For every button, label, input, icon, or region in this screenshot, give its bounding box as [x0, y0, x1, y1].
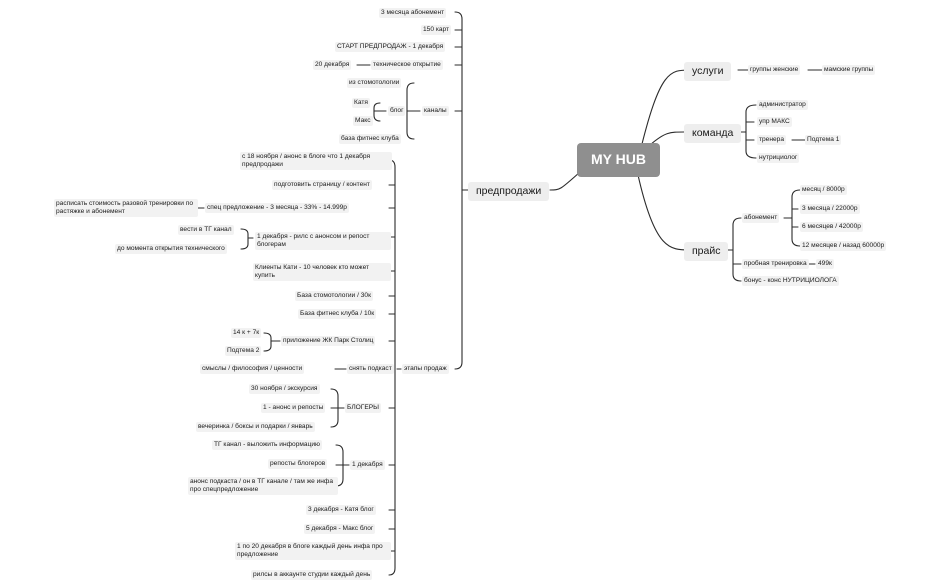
edge-root-uslugi [639, 69, 691, 153]
node-snyat-podkast[interactable]: снять подкаст [347, 364, 394, 375]
ticks-komanda [745, 121, 755, 141]
node-price-6-months[interactable]: 6 месяцев / 42000р [800, 222, 863, 233]
bracket-predprodazhi [454, 11, 463, 370]
branch-predprodazhi[interactable]: предпродажи [468, 182, 550, 202]
node-abonement-3[interactable]: 3 месяца абонемент [379, 8, 447, 19]
node-anons-podkasta[interactable]: анонс подкаста / он в ТГ канале / там же… [188, 477, 338, 496]
node-kanaly[interactable]: каналы [422, 106, 449, 117]
connector-paths [191, 11, 823, 576]
node-abonement[interactable]: абонемент [742, 213, 780, 224]
node-raspisat[interactable]: расписать стоимость разовой тренировки п… [54, 199, 198, 218]
node-probnaya-price[interactable]: 499к [816, 259, 834, 270]
node-baza-fitnes-10[interactable]: База фитнес клуба / 10к [298, 309, 377, 320]
node-gruppy-zhenskie[interactable]: группы женские [748, 65, 801, 76]
ticks-abonement [791, 208, 799, 228]
node-tg-vylozhit[interactable]: ТГ канал - выложить информацию [212, 440, 322, 451]
node-price-12-months[interactable]: 12 месяцев / назад 60000р [800, 241, 887, 252]
node-dec1-rils[interactable]: 1 декабря - рилс с анонсом и репост блог… [255, 232, 391, 251]
node-podgotovit[interactable]: подготовить страницу / контент [272, 180, 372, 191]
bracket-prilozhenie [263, 332, 272, 352]
node-mamskie-gruppy[interactable]: мамские группы [822, 65, 876, 76]
node-vecherinka[interactable]: вечеринка / боксы и подарки / январь [196, 422, 315, 433]
node-baza-fitnes[interactable]: база фитнес клуба [339, 134, 401, 145]
node-price-1-month[interactable]: месяц / 8000р [800, 185, 847, 196]
bracket-etapy [388, 159, 396, 576]
node-podtema-2[interactable]: Подтема 2 [225, 346, 262, 357]
node-rilsy[interactable]: рилсы в аккаунте студии каждый день [251, 570, 373, 581]
node-do-momenta[interactable]: до момента открытия технического [115, 244, 227, 255]
node-reposty-blogerov[interactable]: репосты блогеров [268, 459, 328, 470]
bracket-abonement [791, 189, 801, 247]
bracket-komanda [745, 104, 757, 159]
ticks-etapy [388, 184, 396, 552]
edge-root-komanda [649, 131, 685, 146]
ticks-predprodazhi [454, 29, 463, 112]
node-katya[interactable]: Катя [352, 98, 370, 109]
edge-root-predprodazhi [549, 171, 581, 191]
node-baza-stom[interactable]: База стомотологии / 30к [295, 291, 373, 302]
node-nov-30[interactable]: 30 ноября / экскурсия [249, 384, 320, 395]
bracket-blog [373, 102, 381, 122]
node-etapy-prodazh[interactable]: этапы продаж [402, 364, 449, 375]
node-podtema-1[interactable]: Подтема 1 [805, 135, 842, 146]
node-spec-predlozhenie[interactable]: спец предложение - 3 месяца - 33% - 14.9… [205, 203, 349, 214]
edge-root-prais [637, 174, 691, 251]
node-nov-18[interactable]: с 18 ноября / анонс в блоге что 1 декабр… [240, 152, 392, 171]
branch-komanda[interactable]: команда [684, 124, 742, 144]
node-150-kart[interactable]: 150 карт [421, 25, 452, 36]
node-upr-maks[interactable]: упр МАКС [757, 117, 792, 128]
bracket-rils [240, 228, 249, 250]
node-tech-open[interactable]: техническое открытие [371, 60, 443, 71]
node-maks[interactable]: Макс [353, 116, 373, 127]
node-start[interactable]: СТАРТ ПРЕДПРОДАЖ - 1 декабря [335, 42, 446, 53]
node-nutriciolog[interactable]: нутрициолог [757, 153, 800, 164]
node-dec-20[interactable]: 20 декабря [313, 60, 352, 71]
node-blogery[interactable]: БЛОГЕРЫ [345, 403, 381, 414]
node-anons-reposty[interactable]: 1 - анонс и репосты [261, 403, 326, 414]
node-1-po-20[interactable]: 1 по 20 декабря в блоге каждый день инфа… [235, 542, 391, 561]
node-14k[interactable]: 14 к + 7к [231, 328, 262, 339]
node-smysly[interactable]: смыслы / философия / ценности [200, 364, 305, 375]
node-klienty-kati[interactable]: Клиенты Кати - 10 человек кто может купи… [253, 263, 391, 282]
node-administrator[interactable]: администратор [757, 100, 808, 111]
bracket-prais [732, 217, 742, 282]
node-dec-1[interactable]: 1 декабря [350, 460, 385, 471]
node-bonus[interactable]: бонус - конс НУТРИЦИОЛОГА [742, 276, 839, 287]
node-dec-5[interactable]: 5 декабря - Макс блог [304, 524, 376, 535]
node-blog[interactable]: блог [388, 106, 406, 117]
branch-prais[interactable]: прайс [684, 242, 729, 262]
node-vesti-tg[interactable]: вести в ТГ канал [178, 225, 234, 236]
branch-uslugi[interactable]: услуги [684, 62, 732, 82]
node-dec-3[interactable]: 3 декабря - Катя блог [306, 505, 376, 516]
node-trenera[interactable]: тренера [757, 135, 786, 146]
root-node[interactable]: MY HUB [577, 143, 660, 177]
node-iz-stomatologii[interactable]: из стомотологии [347, 78, 402, 89]
node-probnaya[interactable]: пробная тренировка [742, 259, 809, 270]
node-price-3-months[interactable]: 3 месяца / 22000р [800, 204, 860, 215]
node-prilozhenie[interactable]: приложение ЖК Парк Столиц [281, 336, 376, 347]
